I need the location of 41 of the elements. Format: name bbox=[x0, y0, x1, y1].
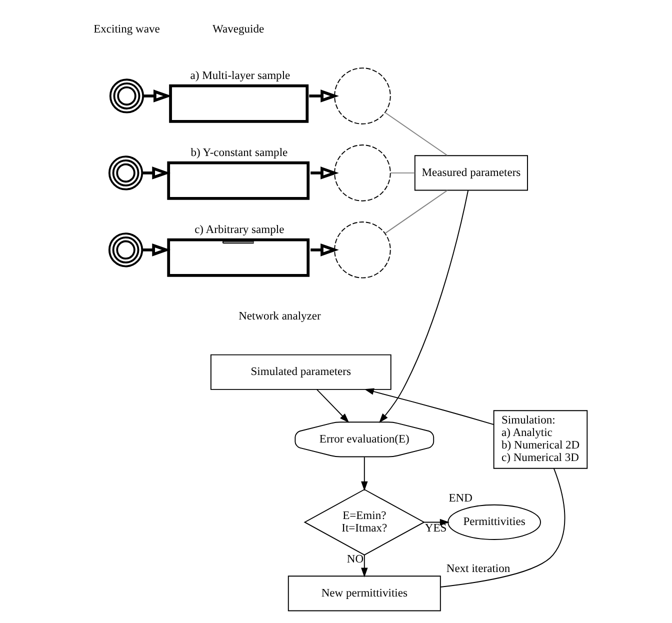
node-circle bbox=[334, 144, 390, 202]
node-box bbox=[166, 161, 310, 200]
node-box: Simulated parameters bbox=[210, 354, 391, 390]
node-label: END bbox=[448, 492, 472, 505]
arrow bbox=[310, 166, 338, 180]
arrow bbox=[364, 388, 494, 425]
edge-label: NO bbox=[346, 553, 364, 566]
connector bbox=[384, 112, 448, 156]
node-picture bbox=[108, 156, 143, 190]
node-box: Measured parameters bbox=[414, 155, 528, 191]
node-circle bbox=[334, 222, 390, 278]
edge-label: Next iteration bbox=[446, 563, 510, 576]
label: Network analyzer bbox=[238, 310, 320, 322]
arrow bbox=[378, 190, 468, 423]
arrow bbox=[142, 90, 172, 102]
label: Exciting wave bbox=[93, 24, 160, 36]
connector bbox=[390, 172, 415, 174]
arrow bbox=[360, 554, 368, 578]
node-ellipse: Permittivities bbox=[447, 504, 540, 540]
label: Waveguide bbox=[212, 24, 264, 36]
node-box bbox=[166, 238, 310, 277]
node-label: a) Multi-layer sample bbox=[190, 70, 290, 82]
arrow bbox=[423, 518, 450, 526]
arrow bbox=[142, 244, 170, 256]
arrow bbox=[316, 389, 349, 423]
edge-label: YES bbox=[424, 522, 446, 534]
node-box: New permittivities bbox=[287, 576, 440, 612]
connector bbox=[440, 468, 565, 588]
arrow bbox=[360, 456, 368, 491]
node-picture bbox=[108, 232, 143, 268]
arrow bbox=[308, 90, 338, 102]
node-picture bbox=[108, 78, 144, 114]
arrow bbox=[142, 166, 170, 180]
connector bbox=[384, 190, 448, 234]
arrow bbox=[310, 244, 338, 256]
node-circle bbox=[334, 68, 390, 124]
node-diamond: E=Emin? It=Itmax? bbox=[303, 488, 425, 556]
node-box: Simulation: a) Analytic b) Numerical 2D c) Numerical 3D bbox=[492, 410, 588, 469]
node-label: b) Y-constant sample bbox=[190, 147, 288, 160]
node-label: c) Arbitrary sample bbox=[194, 224, 284, 236]
node-box bbox=[168, 84, 308, 123]
